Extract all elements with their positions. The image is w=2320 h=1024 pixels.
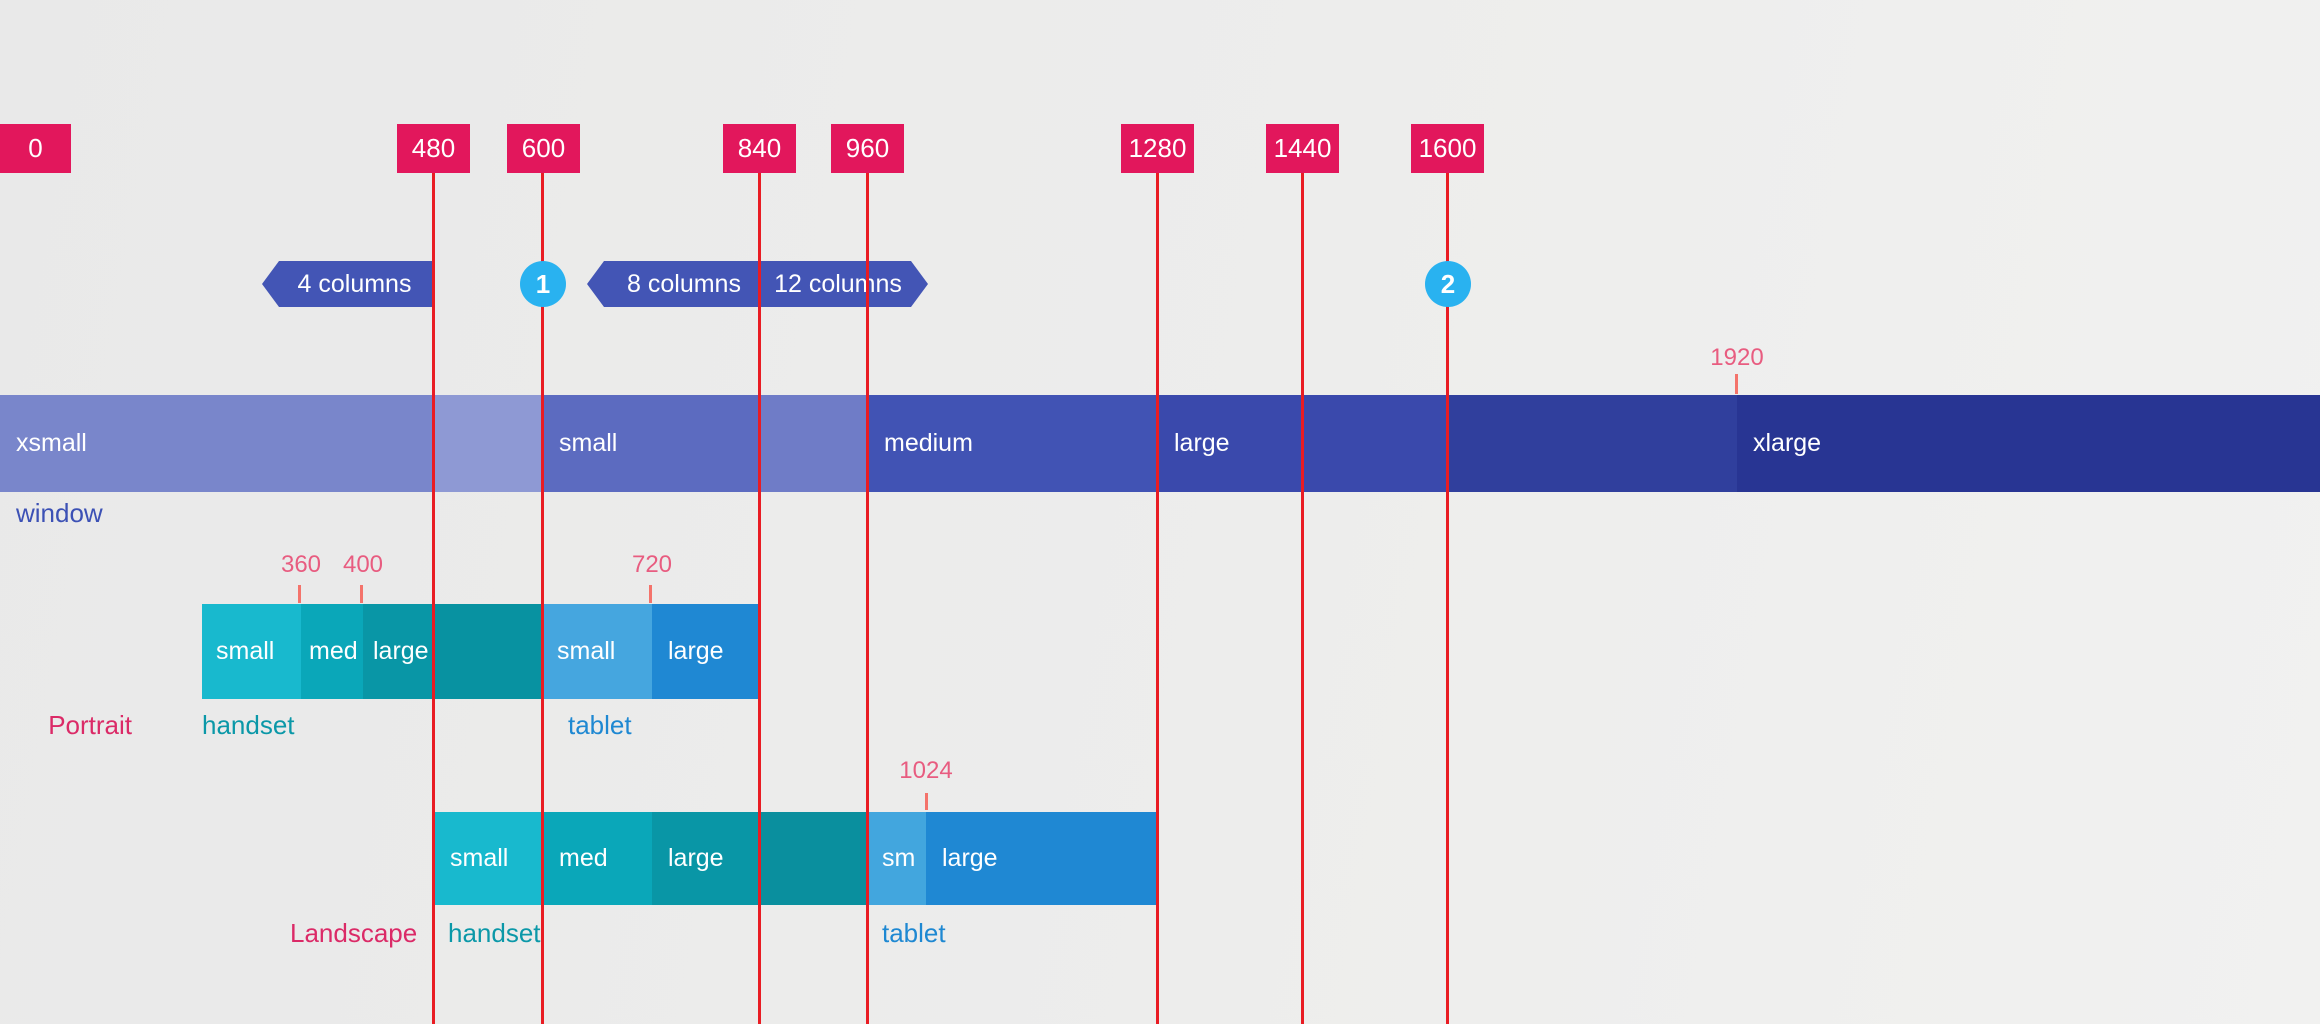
breakpoint-marker-label: 480 — [411, 133, 456, 163]
breakpoint-marker-480: 480 — [397, 124, 470, 173]
badge-circle-1-label: 1 — [535, 268, 551, 299]
landscape-handset-caption: handset — [448, 918, 541, 948]
tick-label-400: 400 — [342, 551, 384, 578]
grid-line-600 — [541, 173, 544, 1024]
band-segment-xlarge: xlarge — [1737, 395, 2320, 492]
tick-mark-360 — [298, 585, 301, 603]
bar-segment-label: small — [450, 844, 509, 872]
bar-segment-label: small — [216, 637, 275, 665]
badge-circle-2: 2 — [1425, 261, 1471, 307]
band-segment-overlap-3 — [1448, 395, 1737, 492]
breakpoint-marker-0: 0 — [0, 124, 71, 173]
bar-segment-label: large — [668, 637, 724, 665]
grid-line-1280 — [1156, 173, 1159, 1024]
portrait-tablet-caption: tablet — [568, 710, 632, 740]
landscape-handset-large: large — [652, 812, 760, 905]
band-segment-xsmall: xsmall — [0, 395, 434, 492]
window-caption: window — [16, 498, 103, 528]
badge-8-columns-label: 8 columns — [627, 269, 741, 298]
band-segment-label: medium — [884, 429, 973, 457]
breakpoint-marker-1600: 1600 — [1411, 124, 1484, 173]
landscape-tablet-caption: tablet — [882, 918, 946, 948]
portrait-handset-overlap — [433, 604, 543, 699]
grid-line-1600 — [1446, 173, 1449, 1024]
tick-label-1024: 1024 — [899, 757, 953, 784]
band-segment-label: small — [559, 429, 618, 457]
tick-mark-1024 — [925, 793, 928, 810]
breakpoint-marker-1280: 1280 — [1121, 124, 1194, 173]
tick-mark-400 — [360, 585, 363, 603]
landscape-handset-small: small — [434, 812, 543, 905]
bar-segment-label: sm — [882, 844, 916, 872]
band-segment-overlap-2 — [760, 395, 868, 492]
badge-4-columns-label: 4 columns — [297, 269, 412, 298]
tick-label-360: 360 — [280, 551, 322, 578]
landscape-handset-med: med — [543, 812, 652, 905]
portrait-handset-small: small — [202, 604, 301, 699]
bar-segment-label: large — [668, 844, 724, 872]
bar-segment-label: large — [942, 844, 998, 872]
grid-line-960 — [866, 173, 869, 1024]
tick-mark-720 — [649, 585, 652, 603]
landscape-tablet-sm: sm — [868, 812, 926, 905]
band-segment-small: small — [543, 395, 760, 492]
breakpoint-marker-label: 1440 — [1273, 133, 1332, 163]
breakpoint-marker-label: 1600 — [1418, 133, 1477, 163]
portrait-tablet-large: large — [652, 604, 760, 699]
portrait-tablet-small: small — [543, 604, 652, 699]
band-segment-overlap-1 — [434, 395, 543, 492]
tick-label-1920: 1920 — [1710, 344, 1764, 371]
portrait-handset-large: large — [363, 604, 433, 699]
breakpoint-marker-960: 960 — [831, 124, 904, 173]
portrait-handset-med: med — [301, 604, 363, 699]
tick-mark-1920 — [1735, 374, 1738, 394]
badge-circle-1: 1 — [520, 261, 566, 307]
landscape-tablet-large: large — [926, 812, 1158, 905]
breakpoint-marker-600: 600 — [507, 124, 580, 173]
breakpoint-marker-label: 0 — [28, 133, 43, 163]
breakpoint-marker-label: 1280 — [1128, 133, 1187, 163]
badge-12-columns-label: 12 columns — [774, 269, 902, 298]
grid-line-1440 — [1301, 173, 1304, 1024]
portrait-row-label: Portrait — [48, 710, 132, 740]
band-segment-medium: medium — [868, 395, 1158, 492]
band-segment-label: xsmall — [16, 429, 87, 457]
breakpoint-marker-1440: 1440 — [1266, 124, 1339, 173]
badge-8-12-columns: 8 columns 12 columns — [587, 261, 928, 307]
band-segment-label: large — [1174, 429, 1230, 457]
bar-segment-label: med — [309, 637, 358, 665]
landscape-row-label: Landscape — [290, 918, 418, 948]
breakpoint-marker-label: 600 — [521, 133, 566, 163]
grid-line-840 — [758, 173, 761, 1024]
tick-label-720: 720 — [631, 551, 673, 578]
breakpoint-marker-label: 960 — [845, 133, 890, 163]
bar-segment-label: large — [373, 637, 429, 665]
bar-segment-label: med — [559, 844, 608, 872]
badge-4-columns: 4 columns — [262, 261, 433, 307]
breakpoint-marker-label: 840 — [737, 133, 782, 163]
grid-line-480 — [432, 173, 435, 1024]
portrait-handset-caption: handset — [202, 710, 295, 740]
landscape-handset-overlap — [760, 812, 868, 905]
band-segment-label: xlarge — [1753, 429, 1822, 457]
badge-circle-2-label: 2 — [1440, 268, 1456, 299]
breakpoint-marker-840: 840 — [723, 124, 796, 173]
bar-segment-label: small — [557, 637, 616, 665]
